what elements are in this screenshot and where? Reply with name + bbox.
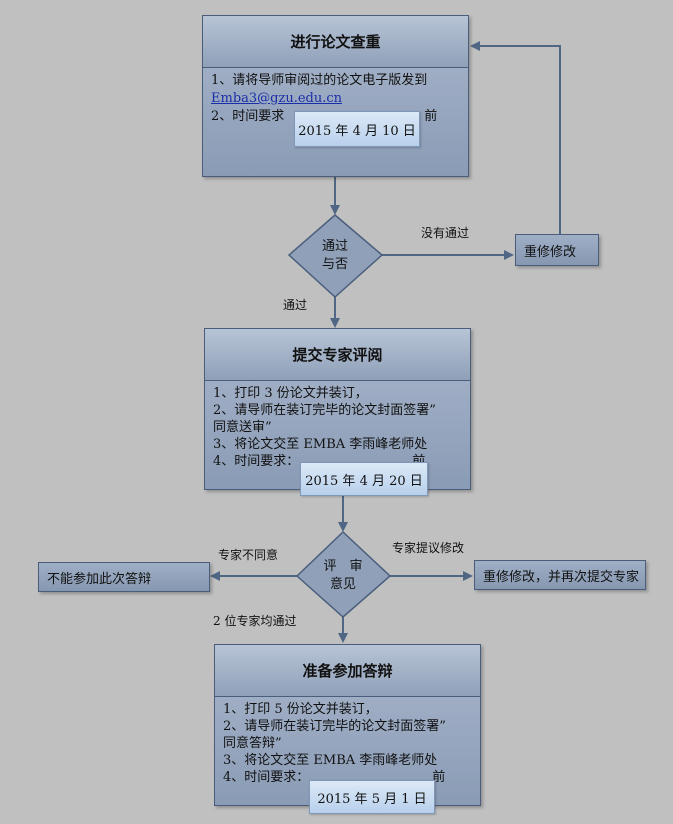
step1-line1: 1、请将导师审阅过的论文电子版发到 [211,73,428,88]
decision1-pass-label: 通过 [283,298,308,312]
step3-title: 准备参加答辩 [215,645,480,697]
step3-body: 1、打印 5 份论文并装订， 2、请导师在装订完毕的论文封面签署” 同意答辩” … [215,697,480,790]
step2-line2: 2、请导师在装订完毕的论文封面签署” [213,403,436,418]
step3-line5-end: 前 [432,770,446,785]
step2-line3: 同意送审” [213,420,272,435]
revise2-box: 重修修改，并再次提交专家 [474,560,646,590]
decision1-label: 通过 与否 [321,239,348,272]
step1-body: 1、请将导师审阅过的论文电子版发到 Emba3@gzu.edu.cn 2、时间要… [203,68,468,130]
step1-title: 进行论文查重 [203,16,468,68]
decision2-disagree-label: 专家不同意 [218,548,279,562]
decision2-label: 评 审 意见 [323,559,363,592]
step2-line4: 3、将论文交至 EMBA 李雨峰老师处 [213,437,428,452]
step2-date-badge: 2015 年 4 月 20 日 [300,462,428,496]
cannot-defend-box: 不能参加此次答辩 [38,562,210,592]
arrow-revise1-to-step1 [470,41,561,234]
decision1-diamond [287,214,384,299]
step3-line5-start: 4、时间要求： [223,770,310,785]
step3-date-badge: 2015 年 5 月 1 日 [309,780,435,814]
decision2-suggest-label: 专家提议修改 [392,541,465,555]
step3-line4: 3、将论文交至 EMBA 李雨峰老师处 [223,753,438,768]
step3-line2: 2、请导师在装订完毕的论文封面签署” [223,719,446,734]
decision2-approve-label: 2 位专家均通过 [213,614,297,628]
step1-line3: 2、时间要求 前 [211,108,460,126]
step2-line1: 1、打印 3 份论文并装订， [213,386,368,401]
step3-line1: 1、打印 5 份论文并装订， [223,702,378,717]
step2-line5-start: 4、时间要求： [213,454,300,469]
decision2-diamond [295,530,392,618]
step2-title: 提交专家评阅 [205,329,470,381]
step1-date-badge: 2015 年 4 月 10 日 [294,111,420,147]
step1-box: 进行论文查重 1、请将导师审阅过的论文电子版发到 Emba3@gzu.edu.c… [202,15,469,177]
step1-line3-start: 2、时间要求 [211,109,285,124]
step1-line3-end: 前 [424,109,438,124]
step3-line5: 4、时间要求： 前 [223,769,472,786]
step3-line3: 同意答辩” [223,736,282,751]
revise1-box: 重修修改 [515,234,599,266]
step2-body: 1、打印 3 份论文并装订， 2、请导师在装订完毕的论文封面签署” 同意送审” … [205,381,470,474]
step1-email-link[interactable]: Emba3@gzu.edu.cn [211,91,343,106]
step3-box: 准备参加答辩 1、打印 5 份论文并装订， 2、请导师在装订完毕的论文封面签署”… [214,644,481,806]
decision1-fail-label: 没有通过 [421,226,470,240]
